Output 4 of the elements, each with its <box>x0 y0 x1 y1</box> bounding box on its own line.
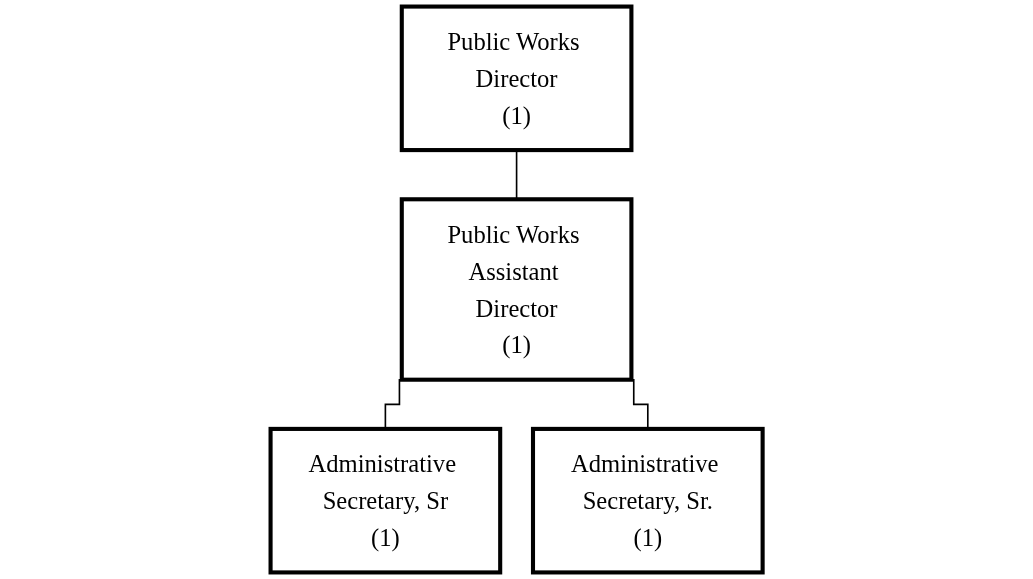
node-box: Public Works Director (1) <box>399 4 634 153</box>
node-box: Administrative Secretary, Sr (1) <box>268 426 503 575</box>
node-box: Administrative Secretary, Sr. (1) <box>530 426 765 575</box>
node-box: Public Works Assistant Director (1) <box>399 197 634 382</box>
